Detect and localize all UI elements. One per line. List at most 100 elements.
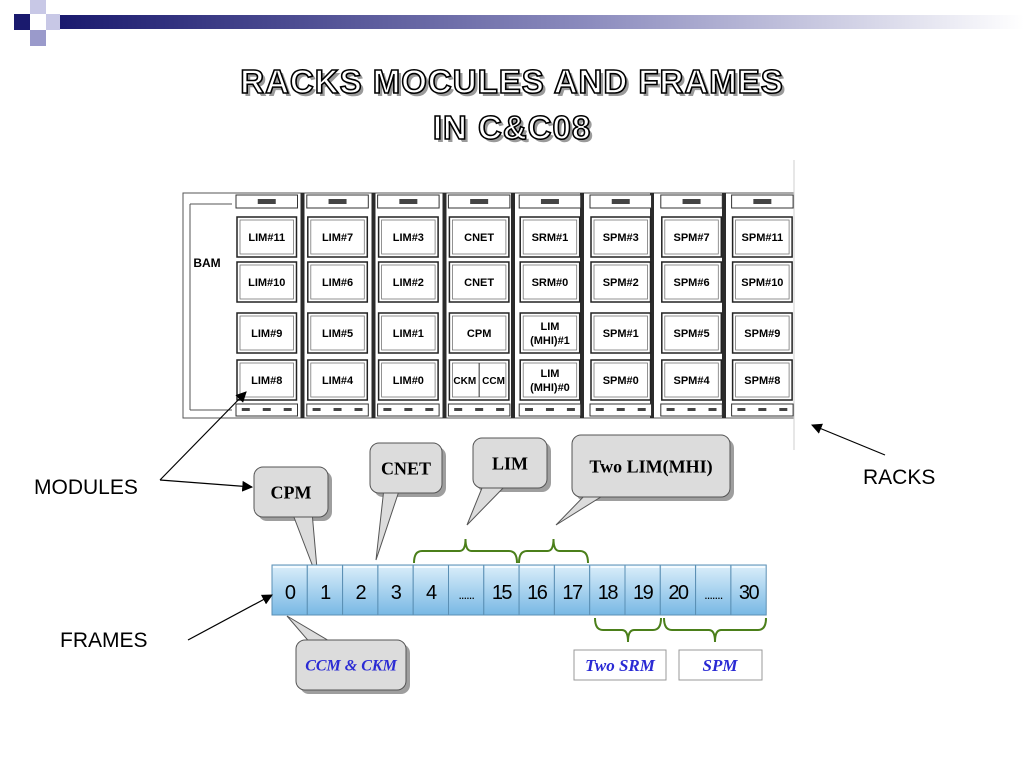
frame-number: 18: [598, 582, 619, 604]
rack-header-indicator: [399, 199, 418, 204]
frame-cell: [730, 564, 767, 616]
rack-module-inner: [593, 315, 648, 351]
rack-module-inner: [451, 315, 507, 351]
rack-module-inner: [735, 264, 790, 300]
rack-module: [377, 359, 439, 401]
rack-module-label: SPM#9: [744, 328, 780, 340]
rack-module: [307, 359, 369, 401]
rack-module: [448, 261, 510, 303]
frame-number: 3: [391, 582, 402, 604]
two-srm-bracket: [594, 617, 662, 643]
rack-footer-slot: [425, 408, 434, 411]
rack-module-label: LIM#4: [322, 375, 354, 387]
rack-module-inner: [522, 264, 578, 300]
rack-module: [519, 359, 581, 401]
rack-module: [448, 216, 510, 258]
frames-label: FRAMES: [60, 629, 148, 652]
rack-module-label: SPM#3: [603, 232, 639, 244]
rack-module-inner: [310, 219, 365, 255]
rack-module-label: SPM#5: [674, 328, 710, 340]
title-line-2: IN C&C08: [432, 109, 592, 147]
rack-module-inner: [664, 219, 719, 255]
rack-module-inner: [310, 264, 365, 300]
rack-footer-slot: [404, 408, 413, 411]
rack-module: [377, 261, 439, 303]
frame-number: 17: [562, 582, 583, 604]
spm-bracket: [663, 617, 767, 643]
rack-module-inner: [451, 219, 507, 255]
rack-module-inner: [735, 362, 790, 398]
rack-module-label: CPM: [467, 328, 491, 340]
rack-module: [661, 261, 723, 303]
rack-module-label: SPM#1: [603, 328, 639, 340]
frame-number: 20: [668, 582, 689, 604]
rack-module-inner: [451, 264, 507, 300]
rack-module: [731, 261, 793, 303]
rack-footer-slot: [595, 408, 604, 411]
rack-module-label: LIM#9: [251, 328, 282, 340]
callout-box: [472, 437, 548, 489]
frame-number: 15: [492, 582, 513, 604]
rack-module: [519, 216, 581, 258]
two-srm-box: [573, 649, 667, 681]
frame-cell: [589, 564, 626, 616]
frame-cell: [412, 564, 450, 616]
rack-footer-slot: [708, 408, 717, 411]
rack-footer-slot: [496, 408, 505, 411]
rack-module-label: CCM: [482, 376, 505, 387]
rack-module-inner: [381, 264, 436, 300]
rack-module-inner: [381, 219, 436, 255]
rack-separator: [511, 193, 515, 418]
rack-module-inner: [522, 315, 578, 351]
rack-module-inner: [522, 219, 578, 255]
rack-module-inner: [239, 264, 294, 300]
rack-module-label: LIM#8: [251, 375, 282, 387]
rack-footer-slot: [312, 408, 321, 411]
rack-module: [307, 261, 369, 303]
two-lim-bracket: [518, 538, 589, 564]
rack-module-label: LIM#1: [393, 328, 424, 340]
rack-module-inner: [310, 315, 365, 351]
rack-module: [519, 312, 581, 354]
frame-number: 2: [355, 582, 366, 604]
rack-footer-slot: [666, 408, 675, 411]
rack-module-label: SRM#0: [532, 277, 569, 289]
rack-module-inner: [381, 362, 436, 398]
frame-cell: [271, 564, 308, 616]
callout-text: CCM & CKM: [305, 658, 397, 675]
rack-module: [731, 312, 793, 354]
rack-module-label: LIM#3: [393, 232, 424, 244]
rack-module: [236, 312, 298, 354]
rack-footer-slot: [475, 408, 484, 411]
rack-module-label: LIM#0: [393, 375, 424, 387]
callout-tail: [466, 482, 510, 526]
rack-footer-slot: [283, 408, 292, 411]
callout-text: LIM: [492, 453, 528, 473]
rack-module: [519, 261, 581, 303]
spm-box: [678, 649, 763, 681]
title-line-1: RACKS MOCULES AND FRAMES: [239, 63, 784, 101]
frames-arrow: [187, 594, 273, 641]
rack-footer-slot: [354, 408, 363, 411]
cnet-callout: CNET: [369, 442, 446, 561]
rack-module-label: (MHI)#0: [530, 382, 570, 394]
modules-label: MODULES: [34, 476, 138, 499]
frame-number: .......: [704, 587, 723, 602]
rack-module-inner: [664, 264, 719, 300]
rack-separator: [300, 193, 305, 418]
rack-module: [377, 312, 439, 354]
rack-footer-slot: [566, 408, 575, 411]
lim-bracket: [413, 538, 518, 564]
two-srm-label: Two SRM: [585, 656, 656, 675]
bam-label: BAM: [193, 256, 220, 270]
rack-module-label: LIM#2: [393, 277, 424, 289]
ccm-ckm-callout: CCM & CKM: [286, 615, 410, 694]
rack-module: [590, 216, 652, 258]
callout-text: CNET: [381, 458, 431, 478]
rack-separator: [650, 193, 654, 418]
rack-module-label: SPM#10: [741, 277, 783, 289]
frame-cell: [448, 564, 485, 616]
header-gradient-band: [14, 0, 1024, 46]
rack-module: [307, 312, 369, 354]
